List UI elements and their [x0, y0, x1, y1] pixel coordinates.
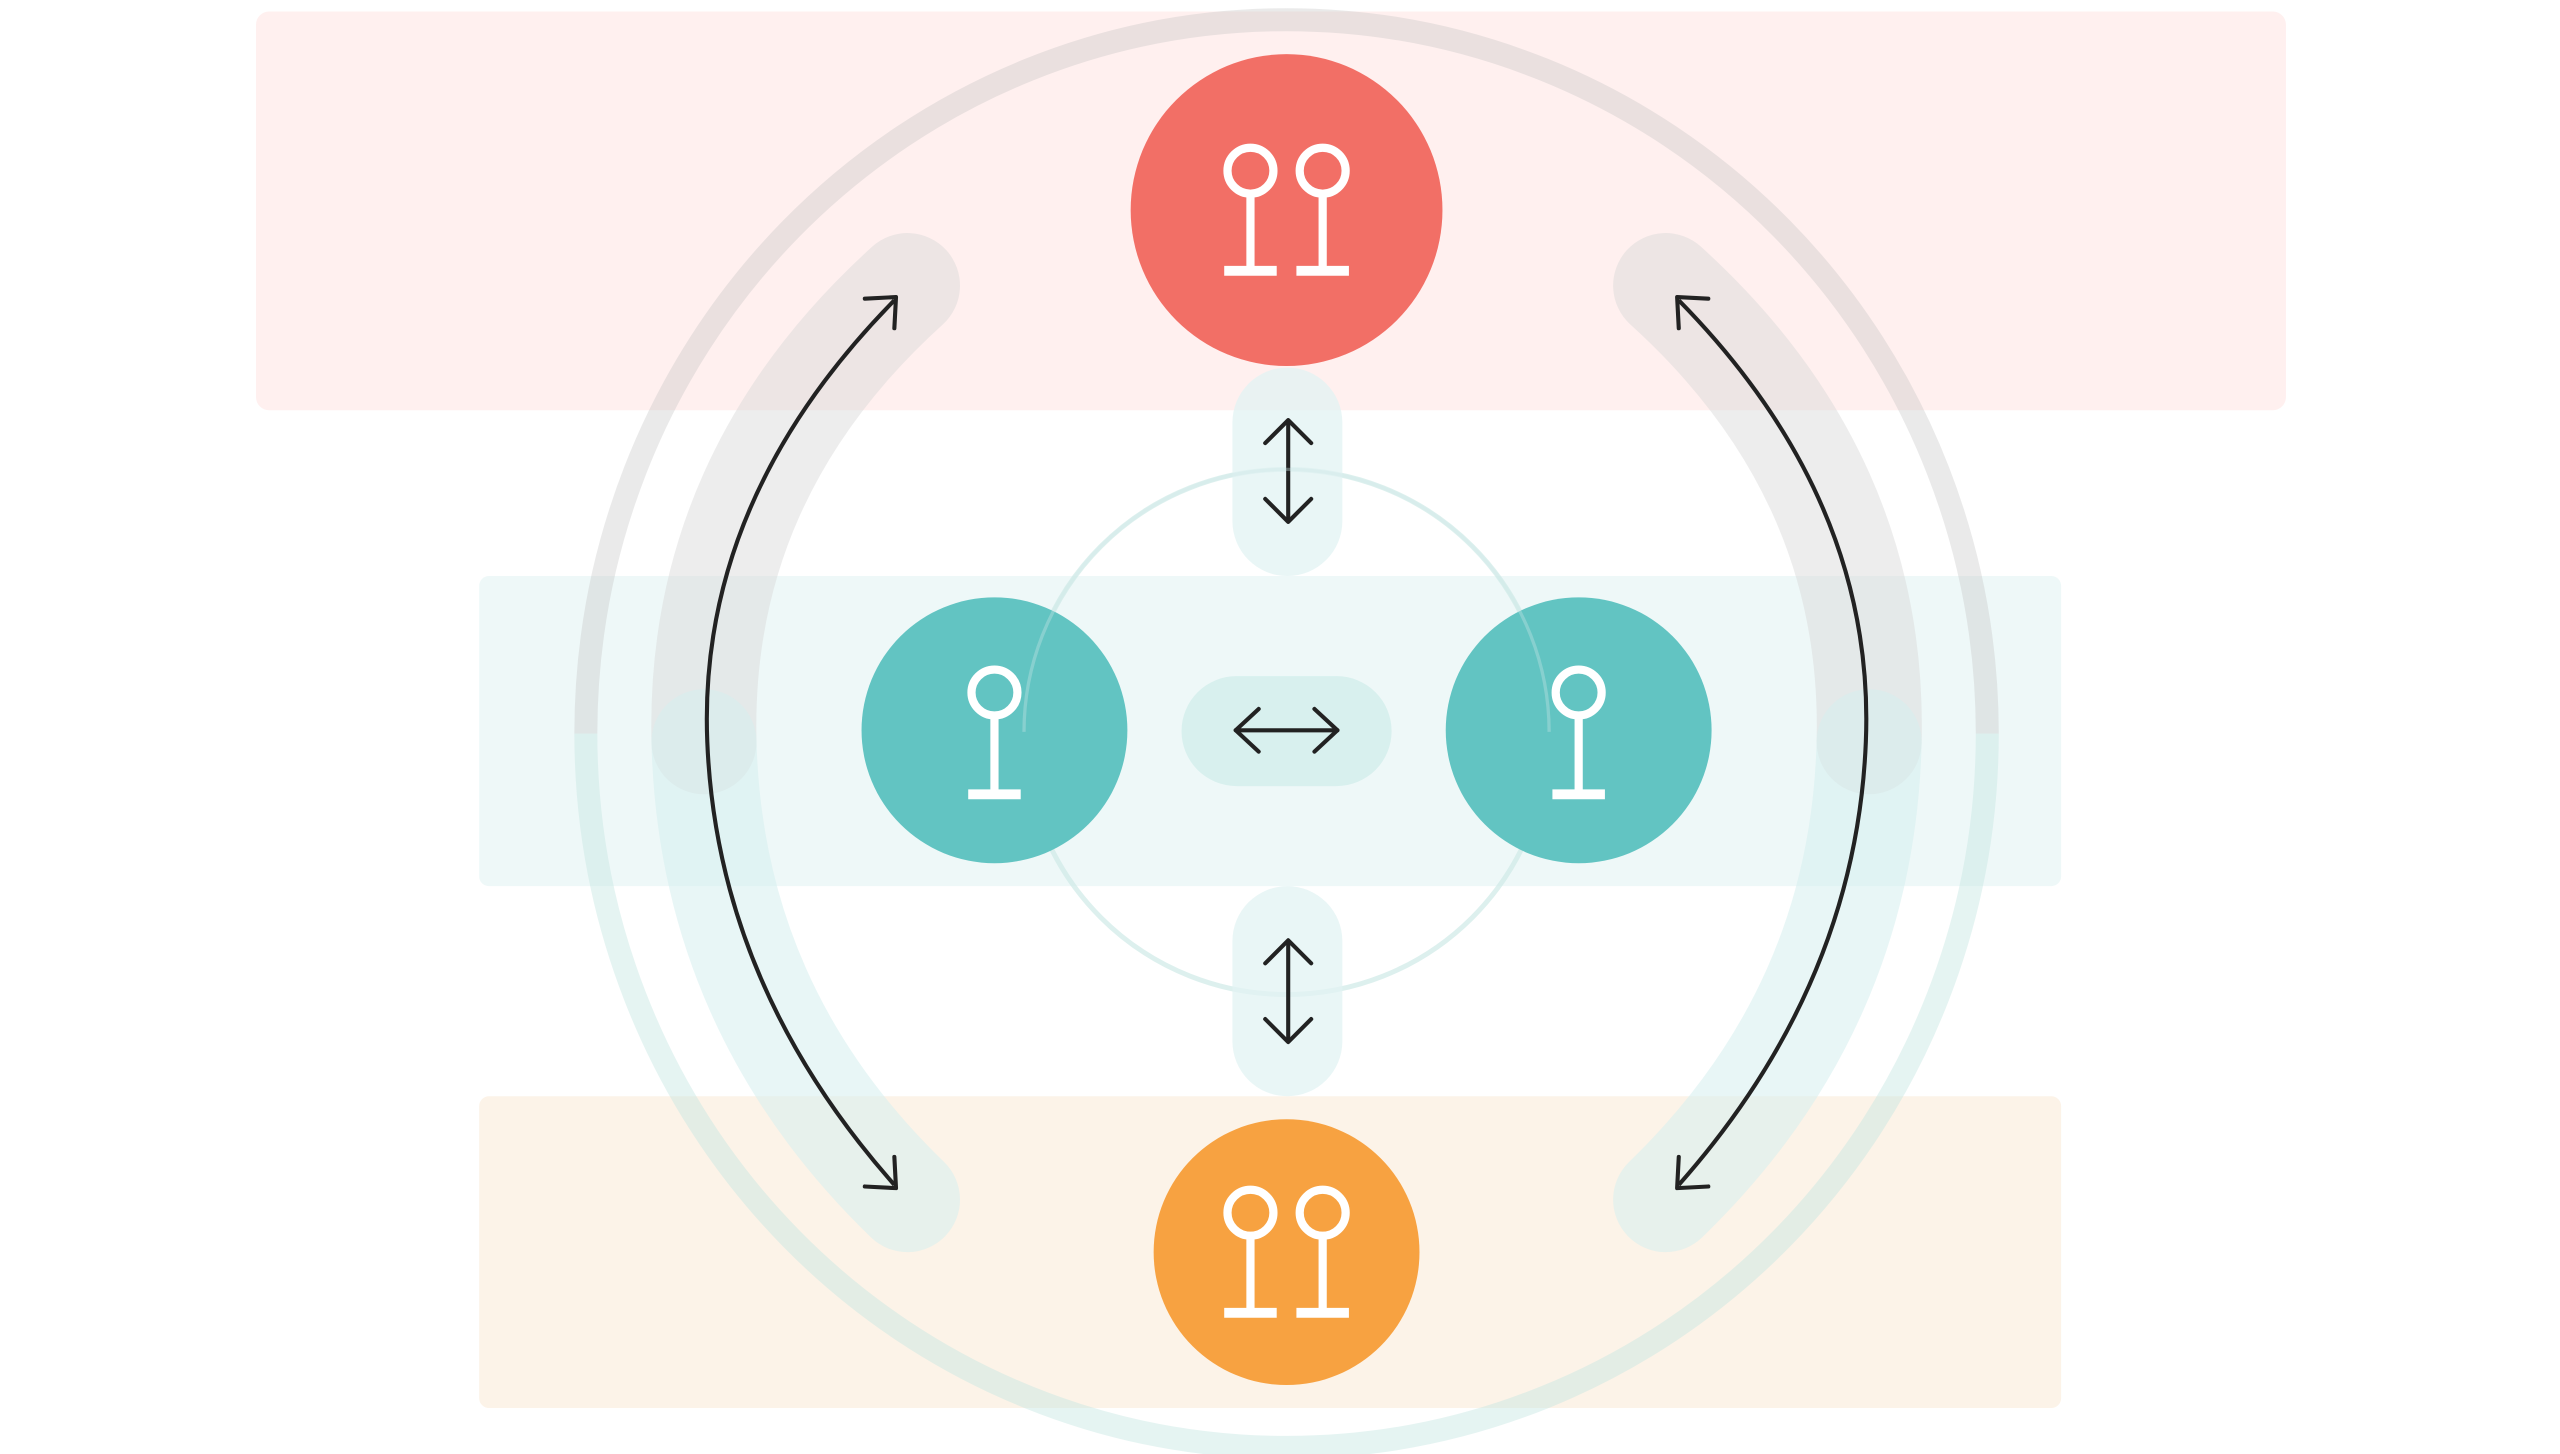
node-middle-left	[861, 597, 1128, 864]
double-arrow-vertical-icon	[1263, 938, 1314, 1045]
left-track-bottom	[651, 689, 960, 1253]
node-middle-right	[1445, 597, 1712, 864]
curved-double-arrow-icon	[1675, 295, 1869, 1191]
node-top	[1130, 54, 1443, 366]
left-track-top	[651, 233, 960, 795]
double-arrow-vertical-icon	[1263, 418, 1314, 524]
inner-circle-overlay	[1022, 467, 1287, 732]
outer-ring-top	[574, 8, 1999, 734]
double-arrow-horizontal-icon	[1233, 706, 1340, 754]
right-track-top	[1613, 233, 1922, 795]
curved-double-arrow-icon	[704, 295, 899, 1191]
right-track-bottom	[1613, 689, 1922, 1253]
inner-circle-overlay	[1286, 467, 1551, 732]
outer-ring-bottom	[574, 733, 1999, 1454]
node-bottom	[1153, 1119, 1420, 1386]
